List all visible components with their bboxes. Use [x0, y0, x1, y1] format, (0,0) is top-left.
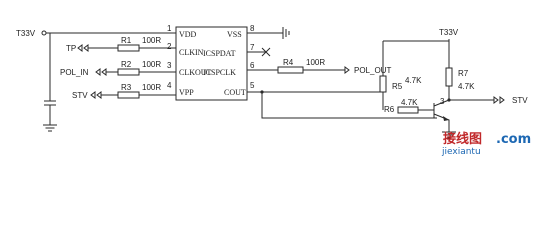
net-label-pol-out: POL_OUT	[354, 66, 391, 75]
resistor-value: 100R	[142, 60, 161, 69]
pin-name: ICSPDAT	[203, 49, 236, 58]
arrow-icon	[77, 44, 89, 52]
pin-number: 7	[250, 43, 255, 52]
schematic: T33V 1 VDD 2 CLKIN 3 CLKOUT 4 VPP VSS 8 …	[16, 24, 531, 157]
pin-name: CLKIN	[179, 48, 204, 57]
ground-symbol-right	[442, 131, 456, 139]
resistor-value: 100R	[142, 83, 161, 92]
wire-supply-right	[383, 39, 450, 42]
pin-number: 4	[167, 81, 172, 90]
arrow-icon	[493, 96, 505, 104]
ground-symbol-ic	[282, 27, 290, 39]
ground-symbol-left	[43, 124, 57, 132]
pin-number: 1	[167, 24, 172, 33]
pin-name: VPP	[179, 88, 194, 97]
net-label-stv-right: STV	[512, 96, 528, 105]
circuit-diagram: { "nets": { "supply_left": "T33V", "supp…	[16, 24, 531, 157]
net-label-stv-left: STV	[72, 91, 88, 100]
resistor-value: 100R	[142, 36, 161, 45]
resistor-value: 4.7K	[405, 76, 422, 85]
net-label-pol-in: POL_IN	[60, 68, 89, 77]
capacitor	[44, 100, 56, 106]
net-label-t33v-left: T33V	[16, 29, 36, 38]
pin-number: 5	[250, 81, 255, 90]
supply-terminal	[41, 30, 47, 36]
resistor-ref: R1	[121, 36, 132, 45]
resistor-r1	[117, 44, 140, 52]
net-label-tp: TP	[66, 44, 76, 53]
resistor-ref: R6	[384, 105, 395, 114]
pin-number: 2	[167, 42, 172, 51]
arrow-icon	[95, 68, 107, 76]
resistor-ref: R7	[458, 69, 469, 78]
resistor-r3	[117, 91, 140, 99]
resistor-ref: R4	[283, 58, 294, 67]
resistor-value: 4.7K	[401, 98, 418, 107]
resistor-r2	[117, 68, 140, 76]
resistor-r7	[445, 67, 453, 87]
resistor-ref: R2	[121, 60, 132, 69]
resistor-value: 100R	[306, 58, 325, 67]
net-label-t33v-right: T33V	[439, 28, 459, 37]
pin-number: 8	[250, 24, 255, 33]
pin-number: 3	[167, 61, 172, 70]
pin-name: ICSPCLK	[203, 68, 236, 77]
ic-body	[175, 26, 248, 101]
pin-name: VSS	[227, 30, 242, 39]
pin-name: CLKOUT	[179, 68, 212, 77]
pin-number: 6	[250, 61, 255, 70]
resistor-ref: R5	[392, 82, 403, 91]
resistor-r5	[379, 75, 387, 93]
watermark-site: jiexiantu	[441, 147, 481, 157]
resistor-value: 4.7K	[458, 82, 475, 91]
transistor-ref: 3	[440, 97, 445, 106]
resistor-r4	[277, 66, 304, 74]
pin-name: COUT	[224, 88, 246, 97]
watermark-domain: .com	[496, 132, 531, 147]
wire-cout-loop	[247, 91, 437, 119]
pin-name: VDD	[179, 30, 197, 39]
watermark-brand: 接线图	[443, 131, 482, 147]
no-connect-icon	[247, 47, 271, 57]
emitter-arrow-icon	[443, 116, 449, 121]
arrow-icon	[90, 91, 102, 99]
resistor-ref: R3	[121, 83, 132, 92]
arrow-icon	[344, 66, 350, 74]
resistor-r6	[397, 106, 419, 114]
